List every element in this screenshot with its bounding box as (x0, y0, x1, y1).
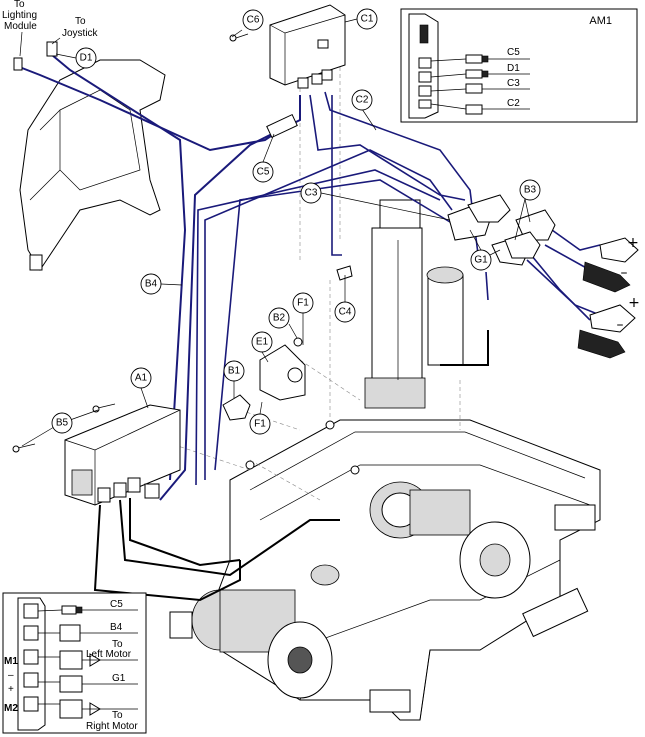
wiring-inset: C5 B4 To Left Motor G1 To Right Motor M1… (2, 592, 147, 734)
am1-row-c5: C5 (507, 47, 520, 58)
callout-b1: B1 (228, 366, 241, 377)
right-motor (369, 481, 531, 599)
inset-left-motor-line2: Left Motor (86, 649, 132, 660)
controller-c1 (229, 4, 346, 89)
inset-m2: M2 (4, 703, 18, 714)
battery-plus-bottom: + (628, 295, 640, 311)
callout-d1: D1 (80, 53, 93, 64)
am1-row-c2: C2 (507, 98, 520, 109)
clip-c4 (336, 265, 353, 281)
am1-inset: AM1 C5 D1 C3 C2 (400, 8, 638, 123)
callout-b5: B5 (56, 418, 69, 429)
inset-row-g1: G1 (112, 673, 126, 684)
harness-wires (21, 54, 601, 501)
callout-c4: C4 (339, 307, 352, 318)
inset-minus: – (8, 670, 14, 681)
inset-row-b4: B4 (110, 622, 123, 633)
callout-e1: E1 (256, 337, 269, 348)
bracket-b1 (222, 394, 251, 421)
inset-right-motor-line1: To (112, 710, 123, 721)
to-joystick-line1: To (75, 16, 86, 27)
callout-b4: B4 (145, 279, 158, 290)
front-shroud (19, 59, 166, 271)
to-lighting-line3: Module (4, 21, 37, 32)
actuator (364, 199, 464, 409)
battery-minus-bottom: – (617, 317, 624, 333)
bracket-e1 (259, 344, 306, 401)
callout-c1: C1 (361, 14, 374, 25)
battery-terminals: + – + – (577, 235, 640, 359)
inset-left-motor-line1: To (112, 639, 123, 650)
callout-f1-bottom: F1 (254, 419, 266, 430)
clip-b2 (293, 337, 303, 347)
to-lighting-line1: To (14, 0, 25, 10)
callout-c3: C3 (305, 188, 318, 199)
callout-b3: B3 (524, 185, 537, 196)
top-labels: To Lighting Module To Joystick (2, 0, 99, 57)
inset-right-motor-line2: Right Motor (86, 721, 138, 732)
callout-c5: C5 (257, 167, 270, 178)
am1-row-d1: D1 (507, 63, 520, 74)
callout-b2: B2 (273, 313, 286, 324)
am1-title: AM1 (589, 15, 612, 27)
callouts: C6 C1 D1 C2 C5 C3 B3 G1 B4 (21, 8, 541, 447)
module-a1 (12, 403, 181, 506)
am1-row-c3: C3 (507, 78, 520, 89)
callout-a1: A1 (135, 373, 148, 384)
callout-c6: C6 (247, 15, 260, 26)
callout-f1-top: F1 (297, 298, 309, 309)
callout-c2: C2 (356, 95, 369, 106)
cable-c5-connector (266, 113, 298, 139)
connector-c3 (447, 194, 511, 241)
left-motor (169, 564, 340, 699)
callout-g1: G1 (474, 255, 488, 266)
to-joystick-line2: Joystick (62, 28, 99, 39)
battery-plus-top: + (627, 235, 639, 251)
connector-b3 (504, 209, 556, 259)
connector-d1 (13, 41, 58, 71)
to-lighting-line2: Lighting (2, 10, 37, 21)
inset-row-c5: C5 (110, 599, 123, 610)
inset-m1: M1 (4, 656, 18, 667)
motor-wires (93, 330, 489, 602)
battery-minus-top: – (621, 265, 628, 281)
inset-plus: + (8, 684, 14, 695)
